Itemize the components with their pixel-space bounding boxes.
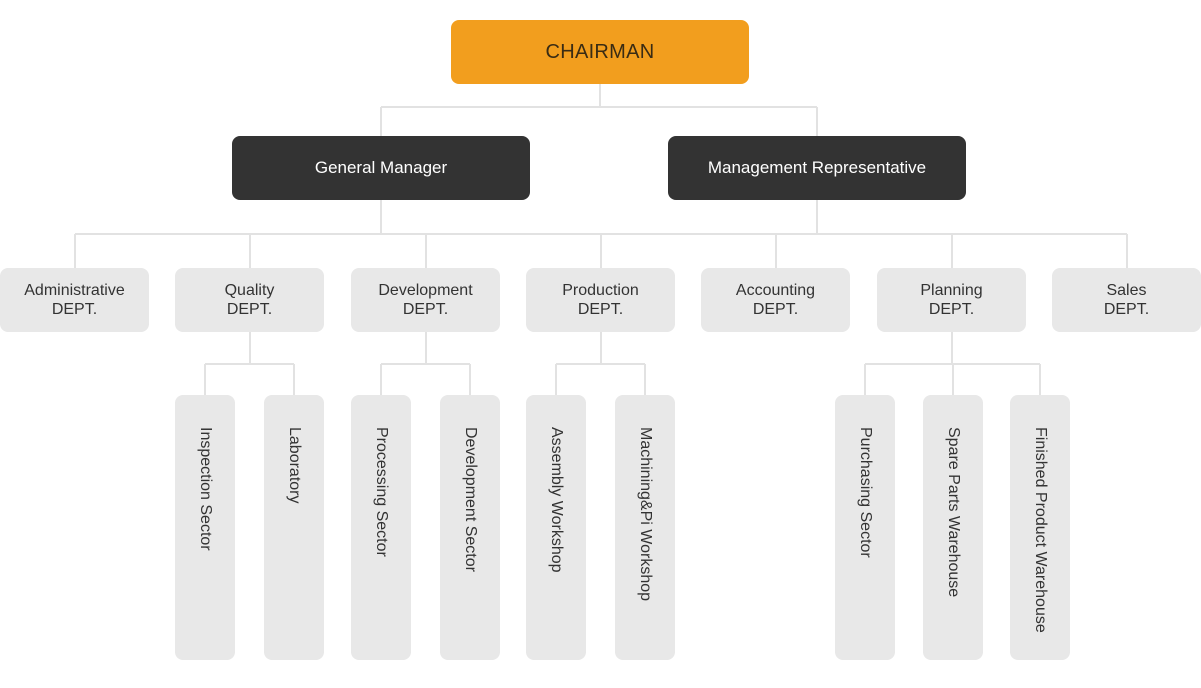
accounting-dept-box: Accounting DEPT. xyxy=(701,268,850,332)
management-representative-label: Management Representative xyxy=(707,158,927,177)
dept-name: Planning xyxy=(920,282,983,299)
assembly-workshop-box: Assembly Workshop xyxy=(526,395,586,660)
dept-name: Administrative xyxy=(24,282,125,299)
sector-label: Machining&Pi Workshop xyxy=(637,427,654,602)
dept-suffix: DEPT. xyxy=(928,301,975,318)
dept-name: Sales xyxy=(1106,282,1147,299)
finished-product-warehouse-box: Finished Product Warehouse xyxy=(1010,395,1070,660)
development-dept-box: Development DEPT. xyxy=(351,268,500,332)
sector-label: Spare Parts Warehouse xyxy=(945,427,962,598)
dept-name: Accounting xyxy=(735,282,816,299)
production-dept-box: Production DEPT. xyxy=(526,268,675,332)
dept-suffix: DEPT. xyxy=(752,301,799,318)
dept-suffix: DEPT. xyxy=(402,301,449,318)
dept-name: Production xyxy=(562,282,639,299)
sector-label: Development Sector xyxy=(462,427,479,572)
planning-dept-box: Planning DEPT. xyxy=(877,268,1026,332)
quality-dept-box: Quality DEPT. xyxy=(175,268,324,332)
laboratory-box: Laboratory xyxy=(264,395,324,660)
chairman-box: CHAIRMAN xyxy=(451,20,749,84)
sector-label: Processing Sector xyxy=(373,427,390,557)
general-manager-box: General Manager xyxy=(232,136,530,200)
machining-workshop-box: Machining&Pi Workshop xyxy=(615,395,675,660)
sector-label: Finished Product Warehouse xyxy=(1032,427,1049,633)
dept-name: Development xyxy=(378,282,473,299)
development-sector-box: Development Sector xyxy=(440,395,500,660)
sector-label: Purchasing Sector xyxy=(857,427,874,558)
administrative-dept-box: Administrative DEPT. xyxy=(0,268,149,332)
dept-suffix: DEPT. xyxy=(51,301,98,318)
inspection-sector-box: Inspection Sector xyxy=(175,395,235,660)
processing-sector-box: Processing Sector xyxy=(351,395,411,660)
sector-label: Laboratory xyxy=(286,427,303,504)
dept-name: Quality xyxy=(224,282,275,299)
sector-label: Inspection Sector xyxy=(197,427,214,551)
sales-dept-box: Sales DEPT. xyxy=(1052,268,1201,332)
sector-label: Assembly Workshop xyxy=(548,427,565,573)
dept-suffix: DEPT. xyxy=(226,301,273,318)
general-manager-label: General Manager xyxy=(314,158,448,177)
chairman-label: CHAIRMAN xyxy=(545,40,655,63)
management-representative-box: Management Representative xyxy=(668,136,966,200)
spare-parts-warehouse-box: Spare Parts Warehouse xyxy=(923,395,983,660)
purchasing-sector-box: Purchasing Sector xyxy=(835,395,895,660)
dept-suffix: DEPT. xyxy=(1103,301,1150,318)
dept-suffix: DEPT. xyxy=(577,301,624,318)
